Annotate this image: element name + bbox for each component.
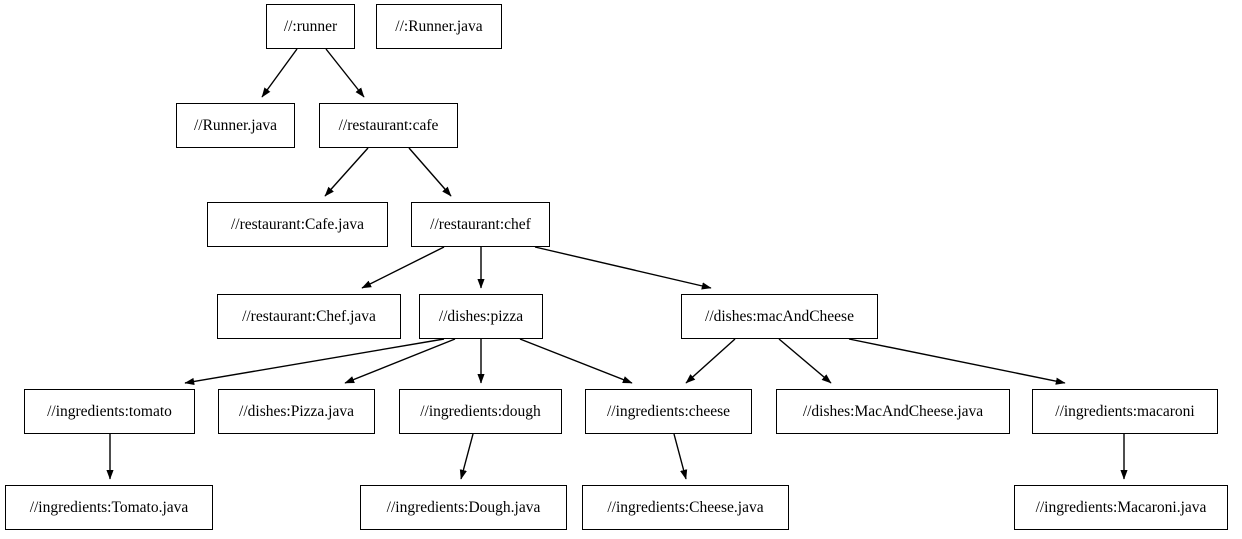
graph-node-label: //restaurant:Cafe.java [231, 215, 364, 233]
graph-node-label: //ingredients:macaroni [1055, 402, 1195, 420]
graph-node-ing_cheese[interactable]: //ingredients:cheese [585, 389, 752, 434]
graph-edge [534, 246, 712, 290]
graph-node-ing_tomato[interactable]: //ingredients:tomato [24, 389, 195, 434]
graph-edge [519, 338, 633, 384]
graph-node-label: //dishes:Pizza.java [239, 402, 354, 420]
graph-node-cafe_java[interactable]: //restaurant:Cafe.java [207, 202, 388, 247]
graph-node-dishes_macncheese[interactable]: //dishes:macAndCheese [681, 294, 878, 339]
graph-node-ing_dough[interactable]: //ingredients:dough [399, 389, 562, 434]
graph-node-pizza_java[interactable]: //dishes:Pizza.java [218, 389, 375, 434]
graph-edge [673, 433, 688, 480]
graph-node-label: //ingredients:cheese [606, 402, 731, 420]
graph-node-tomato_java[interactable]: //ingredients:Tomato.java [5, 485, 213, 530]
graph-node-dough_java[interactable]: //ingredients:Dough.java [360, 485, 567, 530]
graph-node-label: //restaurant:Chef.java [242, 307, 376, 325]
graph-node-dishes_pizza[interactable]: //dishes:pizza [419, 294, 543, 339]
graph-edge [685, 338, 736, 384]
graph-node-cheese_java[interactable]: //ingredients:Cheese.java [582, 485, 789, 530]
graph-node-label: //ingredients:Cheese.java [607, 498, 764, 516]
graph-edge [184, 338, 445, 386]
graph-node-label: //restaurant:cafe [338, 116, 439, 134]
graph-edge [324, 147, 369, 197]
graph-node-label: //restaurant:chef [430, 215, 531, 233]
graph-edge [261, 48, 298, 98]
graph-node-runner[interactable]: //:runner [266, 4, 355, 49]
graph-edge [848, 338, 1066, 385]
graph-node-label: //:runner [283, 17, 338, 35]
graph-node-runner_java_root[interactable]: //:Runner.java [376, 4, 502, 49]
graph-node-label: //ingredients:Macaroni.java [1035, 498, 1207, 516]
graph-node-label: //dishes:pizza [438, 307, 524, 325]
graph-node-ing_macaroni[interactable]: //ingredients:macaroni [1032, 389, 1218, 434]
graph-node-chef_java[interactable]: //restaurant:Chef.java [217, 294, 401, 339]
graph-node-macncheese_java[interactable]: //dishes:MacAndCheese.java [776, 389, 1010, 434]
graph-node-restaurant_cafe[interactable]: //restaurant:cafe [319, 103, 458, 148]
graph-node-label: //ingredients:tomato [47, 402, 172, 420]
graph-edge [344, 338, 456, 384]
graph-edge [459, 433, 474, 480]
graph-node-label: //dishes:MacAndCheese.java [802, 402, 984, 420]
graph-node-restaurant_chef[interactable]: //restaurant:chef [411, 202, 550, 247]
graph-node-label: //dishes:macAndCheese [705, 307, 854, 325]
graph-node-label: //ingredients:dough [420, 402, 541, 420]
graph-edge [325, 48, 365, 98]
graph-node-label: //ingredients:Dough.java [386, 498, 541, 516]
graph-node-label: //ingredients:Tomato.java [29, 498, 189, 516]
graph-node-label: //:Runner.java [395, 17, 483, 35]
graph-edge [778, 338, 832, 384]
graph-node-label: //Runner.java [193, 116, 278, 134]
graph-node-runner_java[interactable]: //Runner.java [176, 103, 295, 148]
graph-edge [408, 147, 452, 197]
graph-edge [361, 246, 445, 289]
graph-node-macaroni_java[interactable]: //ingredients:Macaroni.java [1014, 485, 1228, 530]
